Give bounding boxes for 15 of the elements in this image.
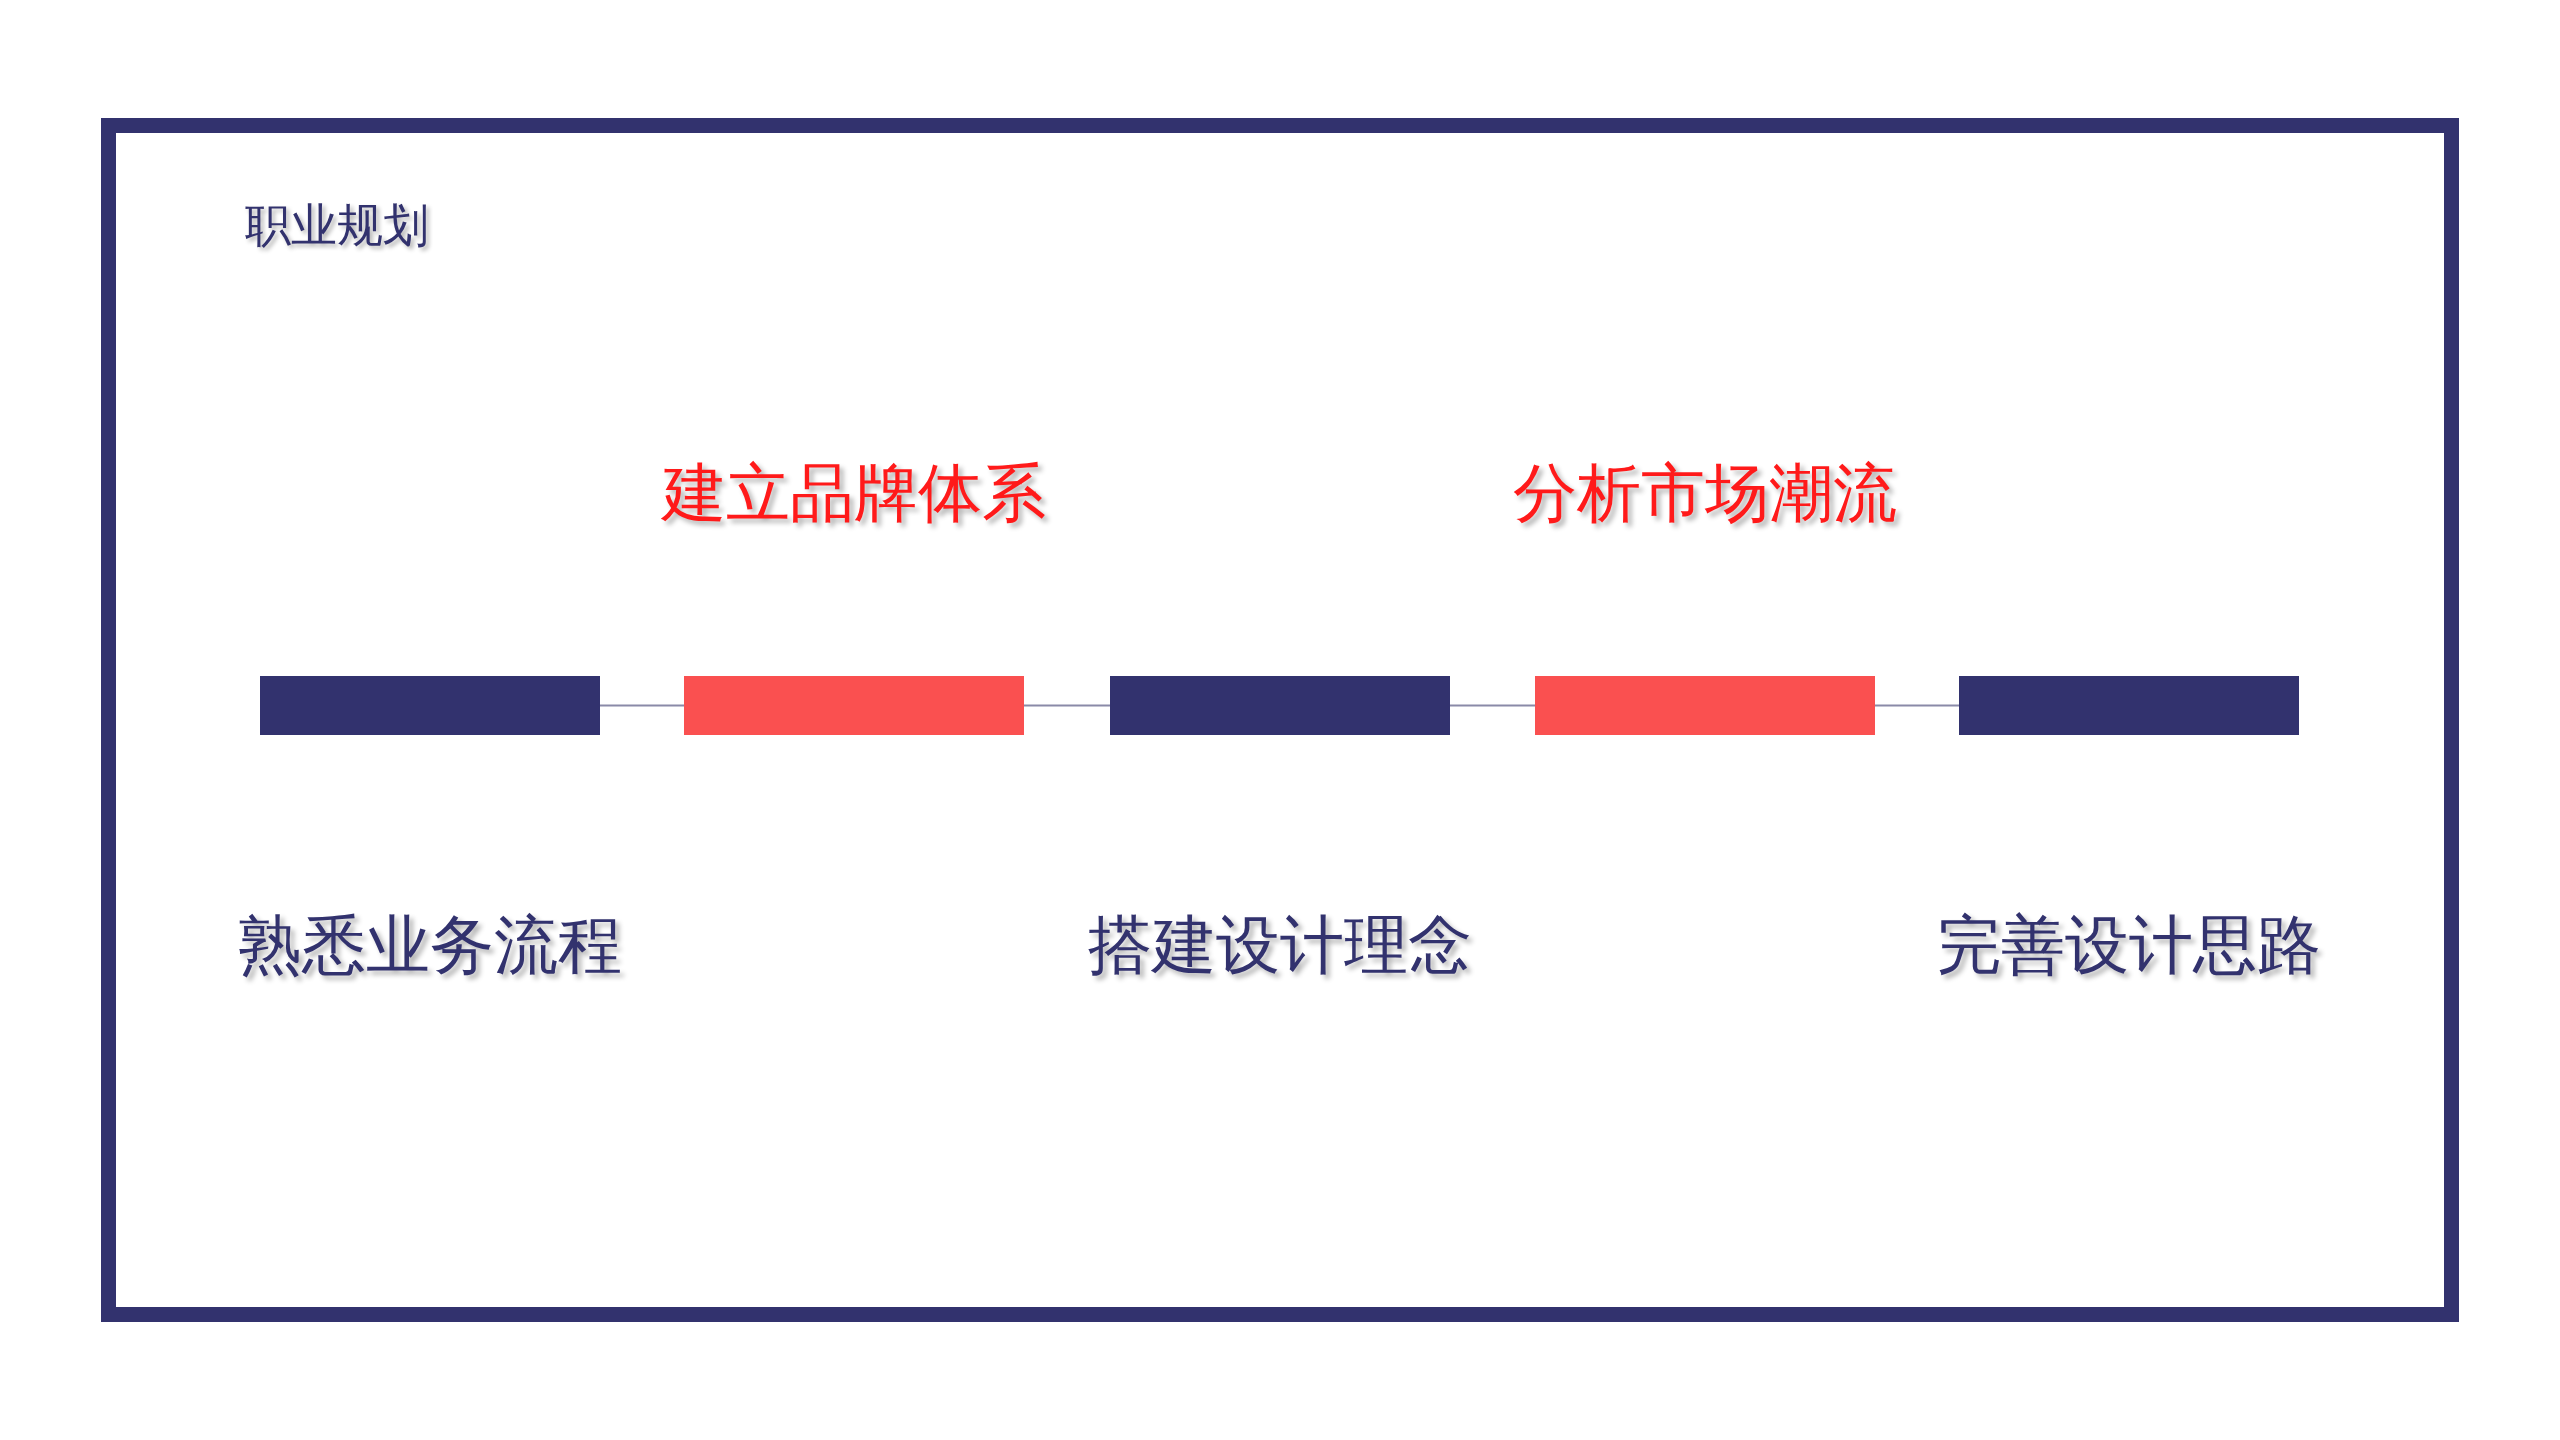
bar-segment [1535, 676, 1875, 735]
connector-line [1449, 704, 1536, 707]
title: 职业规划 [245, 197, 429, 254]
bar-segment [684, 676, 1024, 735]
bar-segment [1959, 676, 2299, 735]
bar-segment [260, 676, 600, 735]
connector-line [1874, 704, 1960, 707]
milestone-label: 分析市场潮流 [1513, 455, 1897, 532]
bar-segment [1110, 676, 1450, 735]
milestone-label: 完善设计思路 [1937, 907, 2321, 984]
connector-line [1023, 704, 1111, 707]
milestone-label: 搭建设计理念 [1088, 907, 1472, 984]
milestone-label: 熟悉业务流程 [238, 907, 622, 984]
milestone-label: 建立品牌体系 [662, 455, 1046, 532]
connector-line [599, 704, 685, 707]
